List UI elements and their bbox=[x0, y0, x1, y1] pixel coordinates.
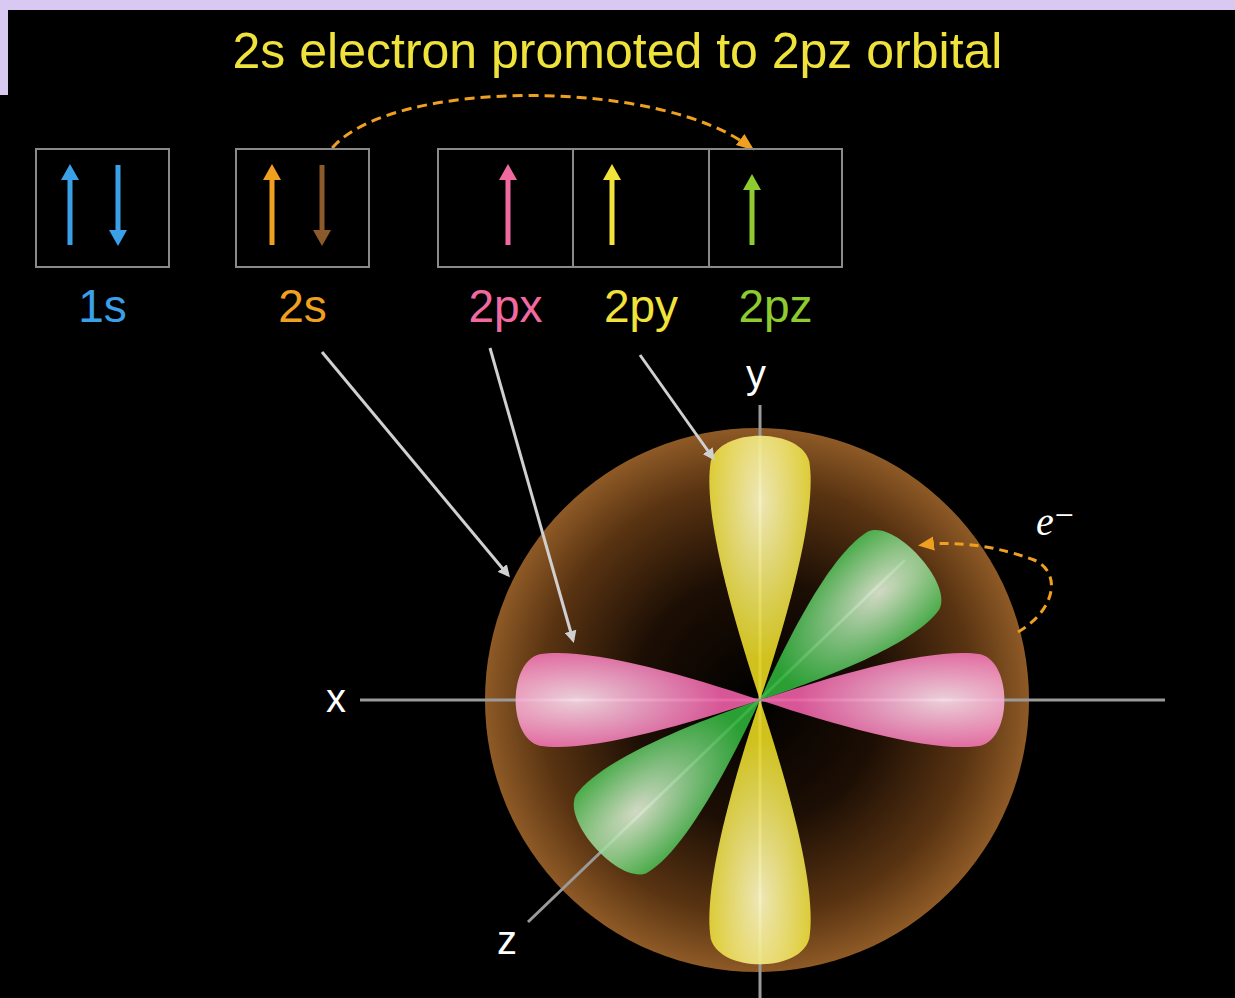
orbital-label: 2py bbox=[554, 280, 728, 333]
title: 2s electron promoted to 2pz orbital bbox=[0, 22, 1235, 80]
orbital-box: 2px bbox=[437, 148, 574, 268]
orbital-label: 1s bbox=[17, 280, 188, 333]
orbital-box: 2s bbox=[235, 148, 370, 268]
orbital-label: 2px bbox=[419, 280, 592, 333]
orbital-box: 2py bbox=[572, 148, 710, 268]
axis-label: x bbox=[326, 676, 346, 720]
axis-label: z bbox=[497, 918, 517, 962]
orbital-box: 1s bbox=[35, 148, 170, 268]
orbital-label: 2s bbox=[217, 280, 388, 333]
promotion-arrow bbox=[332, 96, 751, 149]
orbital-box: 2pz bbox=[708, 148, 843, 268]
axis-label: y bbox=[746, 352, 766, 396]
orbital-label: 2pz bbox=[690, 280, 861, 333]
axis-label: e⁻ bbox=[1036, 500, 1075, 544]
